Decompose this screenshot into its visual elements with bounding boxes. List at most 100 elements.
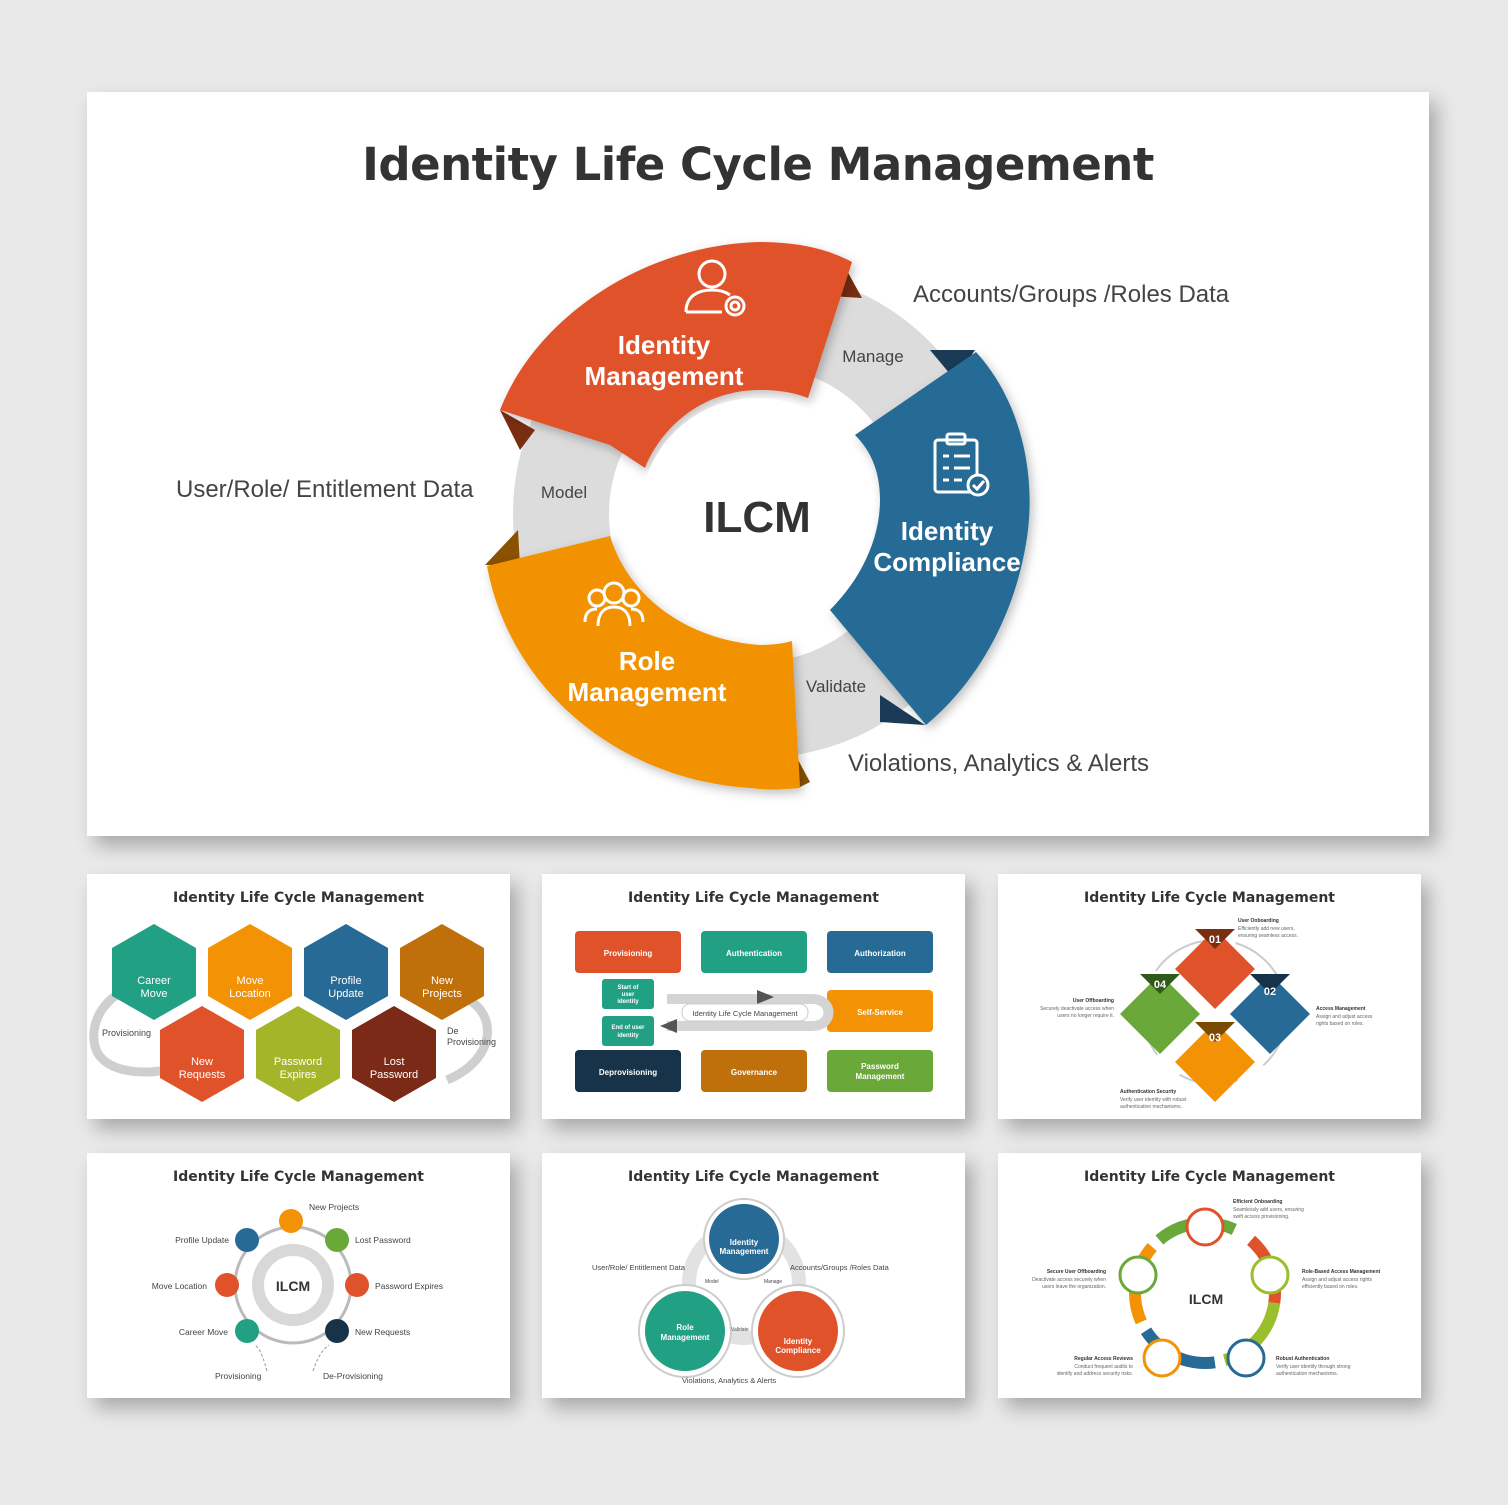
node-onboarding bbox=[1185, 1207, 1225, 1247]
step-desc: users no longer require it. bbox=[1057, 1013, 1114, 1019]
step-desc: Efficiently add new users, bbox=[1238, 926, 1295, 932]
fold-shadow bbox=[485, 530, 520, 566]
svg-text:03: 03 bbox=[1209, 1032, 1221, 1044]
svg-text:Password: Password bbox=[370, 1069, 418, 1081]
box-password-management bbox=[827, 1050, 933, 1092]
ilcm-pill-label: Identity Life Cycle Management bbox=[692, 1009, 798, 1018]
thumbnail-arrow-cycle[interactable]: Identity Life Cycle Management ILCM Effi… bbox=[998, 1153, 1421, 1398]
circle-identity-compliance bbox=[758, 1291, 838, 1371]
group-icon bbox=[583, 581, 645, 627]
side-label-user-role: User/Role/ Entitlement Data bbox=[176, 476, 474, 503]
svg-text:Lost: Lost bbox=[384, 1056, 405, 1068]
step-title: Efficient Onboarding bbox=[1233, 1199, 1282, 1205]
node-move-location bbox=[215, 1273, 239, 1297]
svg-text:Start of: Start of bbox=[618, 985, 640, 991]
connector-model: Model bbox=[541, 483, 587, 502]
svg-text:Projects: Projects bbox=[422, 988, 462, 1000]
deprovisioning-label: De bbox=[447, 1026, 459, 1036]
arrow-head bbox=[757, 990, 774, 1004]
segment-label: Identity bbox=[901, 516, 994, 546]
diamond-01: 01 bbox=[1175, 929, 1255, 1009]
step-desc: swift access provisioning. bbox=[1233, 1214, 1289, 1220]
step-desc: identify and address security risks. bbox=[1057, 1371, 1133, 1377]
svg-text:Career: Career bbox=[137, 975, 171, 987]
step-title: Access Management bbox=[1316, 1006, 1366, 1012]
box-governance bbox=[701, 1050, 807, 1092]
diamond-03: 03 bbox=[1175, 1022, 1255, 1102]
connector-label: Manage bbox=[764, 1279, 782, 1285]
connector-label: Model bbox=[705, 1279, 719, 1285]
connector-validate: Validate bbox=[806, 677, 866, 696]
step-desc: ensuring seamless access. bbox=[1238, 933, 1298, 939]
center-circle bbox=[640, 398, 874, 632]
thumbnail-three-circles[interactable]: Identity Life Cycle Management Identity … bbox=[542, 1153, 965, 1398]
svg-text:Profile: Profile bbox=[330, 975, 361, 987]
ilcm-cycle-diagram: ILCM Manage Validate Model Identity Mana… bbox=[176, 242, 1230, 790]
ilcm-pill bbox=[681, 1003, 809, 1022]
side-label: User/Role/ Entitlement Data bbox=[592, 1263, 686, 1272]
thumbnail-boxes[interactable]: Identity Life Cycle Management Provision… bbox=[542, 874, 965, 1119]
step-title: Secure User Offboarding bbox=[1047, 1269, 1106, 1275]
side-label: Accounts/Groups /Roles Data bbox=[790, 1263, 890, 1272]
user-gear-icon bbox=[684, 259, 746, 317]
step-desc: Assign and adjust access bbox=[1316, 1014, 1373, 1020]
node-new-requests bbox=[325, 1319, 349, 1343]
center-label: ILCM bbox=[276, 1278, 310, 1294]
circle-label: Role bbox=[676, 1323, 694, 1332]
fold-shadow bbox=[930, 350, 975, 380]
node-label: Password Expires bbox=[375, 1281, 443, 1291]
side-label-violations: Violations, Analytics & Alerts bbox=[848, 750, 1149, 777]
box-label: Password bbox=[861, 1062, 899, 1071]
node-label: Lost Password bbox=[355, 1235, 411, 1245]
svg-text:identity: identity bbox=[617, 999, 639, 1005]
side-label-accounts: Accounts/Groups /Roles Data bbox=[913, 281, 1230, 308]
fold-shadow bbox=[880, 695, 925, 725]
thumbnail-diamonds[interactable]: Identity Life Cycle Management 01 02 03 … bbox=[998, 874, 1421, 1119]
svg-text:Expires: Expires bbox=[280, 1069, 317, 1081]
svg-text:02: 02 bbox=[1264, 986, 1276, 998]
provisioning-arrow bbox=[254, 1344, 268, 1372]
diamond-04: 04 bbox=[1120, 974, 1200, 1054]
step-title: Authentication Security bbox=[1120, 1089, 1176, 1095]
step-desc: users leave the organization. bbox=[1042, 1284, 1106, 1290]
connector-manage: Manage bbox=[842, 347, 903, 366]
thumbnail-title: Identity Life Cycle Management bbox=[1084, 890, 1335, 906]
circle-label: Management bbox=[720, 1247, 769, 1256]
thumbnail-circle-nodes[interactable]: Identity Life Cycle Management ILCM New … bbox=[87, 1153, 510, 1398]
deprovisioning-label: Provisioning bbox=[447, 1037, 496, 1047]
circle-label: Identity bbox=[784, 1337, 813, 1346]
node-label: Move Location bbox=[152, 1281, 208, 1291]
circle-role-management bbox=[645, 1291, 725, 1371]
boxes-diagram: Provisioning Authentication Authorizatio… bbox=[575, 931, 933, 1092]
step-desc: authentication mechanisms. bbox=[1276, 1371, 1338, 1377]
box-label: Deprovisioning bbox=[599, 1068, 657, 1077]
diamond-diagram: 01 02 03 04 User Onboarding Efficiently … bbox=[1040, 918, 1373, 1110]
circle-nodes-diagram: ILCM New Projects Profile Update Lost Pa… bbox=[152, 1202, 443, 1381]
step-desc: Assign and adjust access rights bbox=[1302, 1277, 1373, 1283]
node-role-based bbox=[1250, 1255, 1290, 1295]
box-end-identity bbox=[602, 1016, 654, 1046]
arc-blue bbox=[1129, 1217, 1281, 1369]
svg-text:Requests: Requests bbox=[179, 1069, 226, 1081]
node-reviews bbox=[1142, 1338, 1182, 1378]
svg-text:Move: Move bbox=[141, 988, 168, 1000]
circle-label: Identity bbox=[730, 1238, 759, 1247]
deprovisioning-arrow bbox=[445, 994, 492, 1085]
thumbnail-title: Identity Life Cycle Management bbox=[173, 1169, 424, 1185]
step-desc: Verify user identity through strong bbox=[1276, 1364, 1351, 1370]
segment-identity-compliance bbox=[830, 352, 1030, 725]
node-label: New Requests bbox=[355, 1327, 410, 1337]
arrow-head bbox=[660, 1019, 677, 1033]
node-authentication bbox=[1226, 1338, 1266, 1378]
node-label: De-Provisioning bbox=[323, 1371, 383, 1381]
node-offboarding bbox=[1118, 1255, 1158, 1295]
inner-cycle bbox=[252, 1244, 334, 1326]
loop-arrow bbox=[667, 994, 834, 1031]
main-title: Identity Life Cycle Management bbox=[362, 138, 1154, 191]
node-label: Career Move bbox=[179, 1327, 228, 1337]
three-circles-diagram: Identity Management Role Management Iden… bbox=[592, 1198, 890, 1385]
